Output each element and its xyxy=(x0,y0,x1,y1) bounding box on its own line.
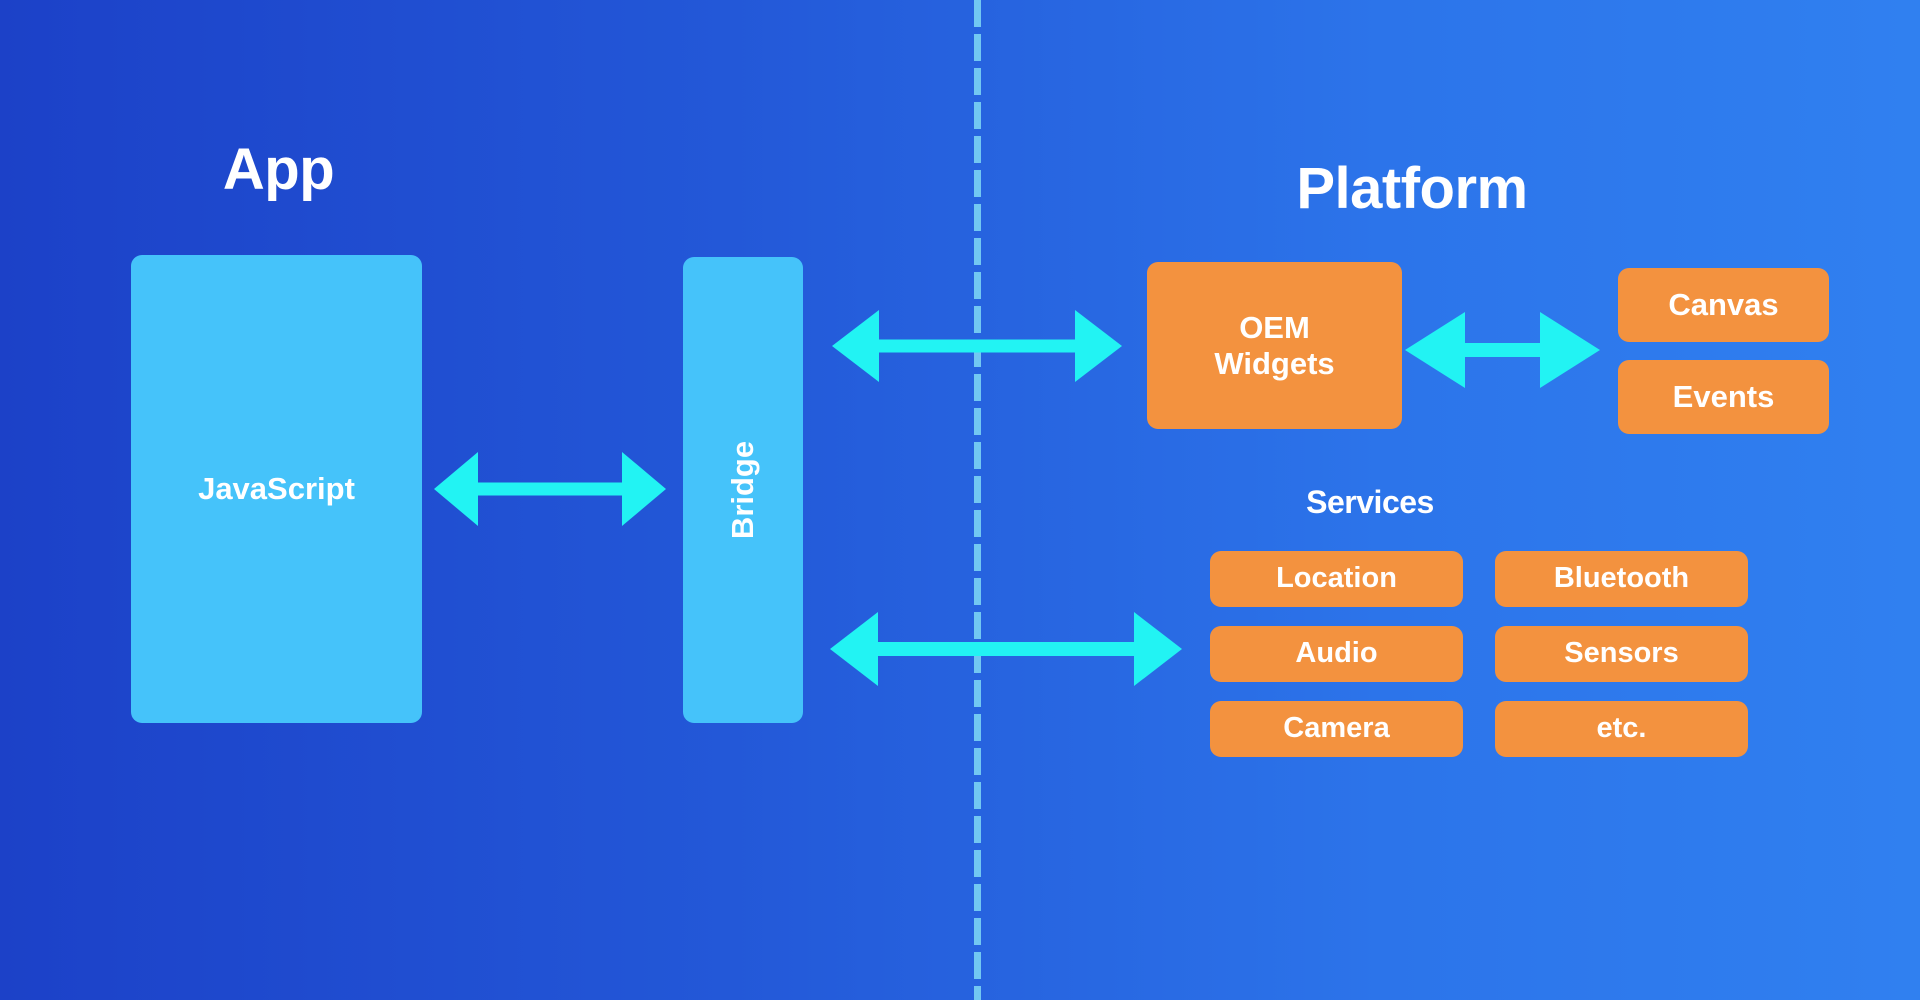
services-title: Services xyxy=(1306,484,1434,520)
service-location-label: Location xyxy=(1276,562,1397,595)
ui-module-canvas-box: Canvas xyxy=(1618,268,1829,342)
service-etc-box: etc. xyxy=(1495,701,1748,757)
arrow-head-right-icon xyxy=(1134,612,1182,686)
javascript-label: JavaScript xyxy=(198,471,355,507)
arrow-oem-widgets-ui-modules xyxy=(1405,312,1600,388)
arrow-javascript-bridge xyxy=(434,452,666,526)
arrow-bridge-services xyxy=(830,612,1182,686)
ui-module-events-box: Events xyxy=(1618,360,1829,434)
arrow-head-left-icon xyxy=(434,452,478,526)
arrow-head-right-icon xyxy=(1540,312,1600,388)
service-camera-label: Camera xyxy=(1283,712,1390,745)
javascript-box: JavaScript xyxy=(131,255,422,723)
service-sensors-box: Sensors xyxy=(1495,626,1748,682)
bridge-label: Bridge xyxy=(725,440,761,540)
arrow-head-left-icon xyxy=(832,310,879,382)
ui-module-canvas-label: Canvas xyxy=(1668,287,1779,323)
service-audio-box: Audio xyxy=(1210,626,1463,682)
arrow-shaft xyxy=(876,642,1136,656)
service-bluetooth-label: Bluetooth xyxy=(1553,562,1690,595)
oem-widgets-box: OEM Widgets xyxy=(1147,262,1402,429)
oem-widgets-label-line1: OEM xyxy=(1239,309,1310,345)
service-camera-box: Camera xyxy=(1210,701,1463,757)
platform-title: Platform xyxy=(1296,156,1528,221)
arrow-head-right-icon xyxy=(622,452,666,526)
app-title: App xyxy=(222,137,335,202)
oem-widgets-label-line2: Widgets xyxy=(1214,345,1335,381)
arrow-shaft xyxy=(474,482,626,496)
platform-boundary-divider xyxy=(974,0,981,1000)
service-location-box: Location xyxy=(1210,551,1463,607)
arrow-shaft xyxy=(1463,343,1542,357)
bridge-box: Bridge xyxy=(683,257,803,723)
service-etc-label: etc. xyxy=(1596,712,1647,745)
service-sensors-label: Sensors xyxy=(1564,637,1679,670)
arrow-head-left-icon xyxy=(830,612,878,686)
service-bluetooth-box: Bluetooth xyxy=(1495,551,1748,607)
service-audio-label: Audio xyxy=(1295,637,1378,670)
ui-module-events-label: Events xyxy=(1672,379,1775,415)
arrow-head-right-icon xyxy=(1075,310,1122,382)
arrow-head-left-icon xyxy=(1405,312,1465,388)
